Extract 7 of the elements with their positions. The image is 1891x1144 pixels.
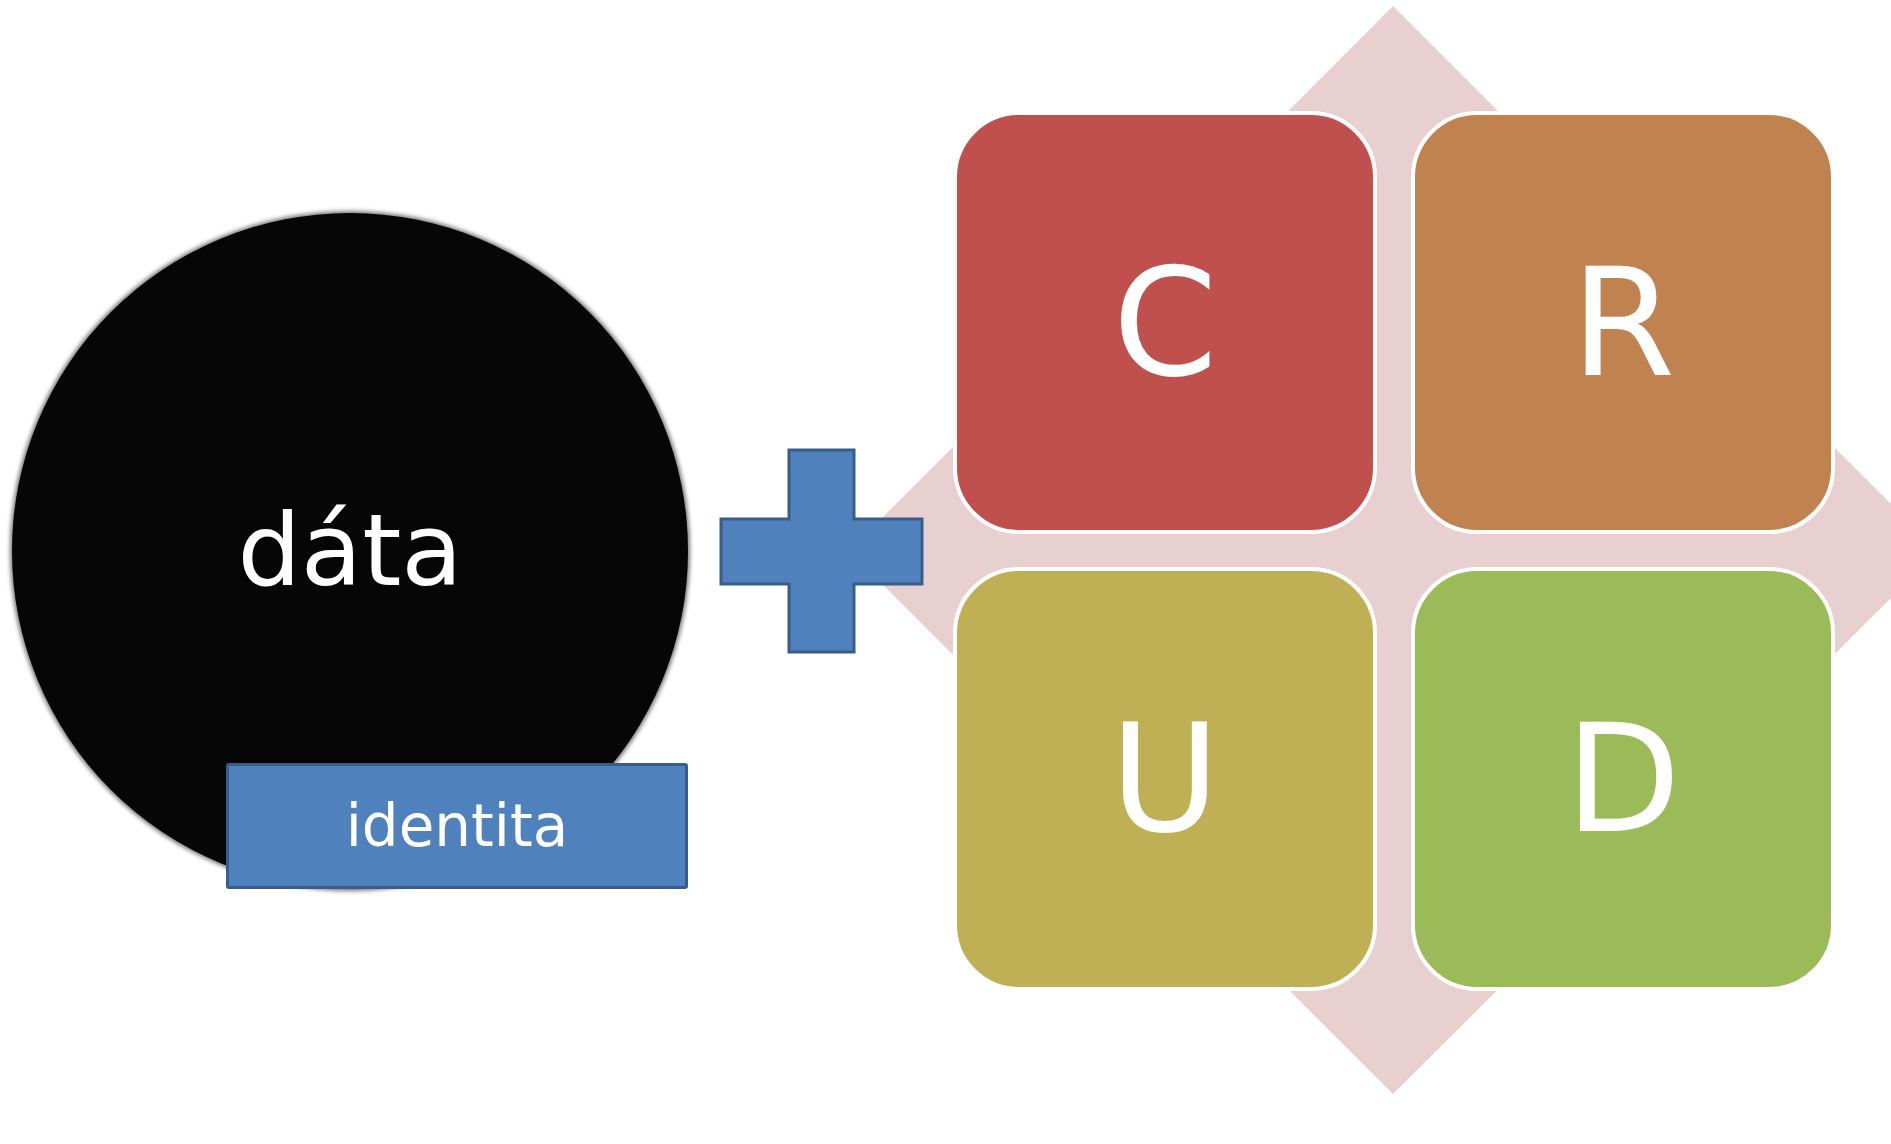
- tile-letter: C: [1112, 247, 1218, 398]
- node-label: dáta: [237, 501, 463, 601]
- tile-letter: R: [1570, 247, 1676, 398]
- box-label: identita: [345, 797, 569, 855]
- tile-letter: U: [1110, 704, 1220, 854]
- label-box: [226, 763, 688, 889]
- tile-letter: D: [1565, 704, 1681, 854]
